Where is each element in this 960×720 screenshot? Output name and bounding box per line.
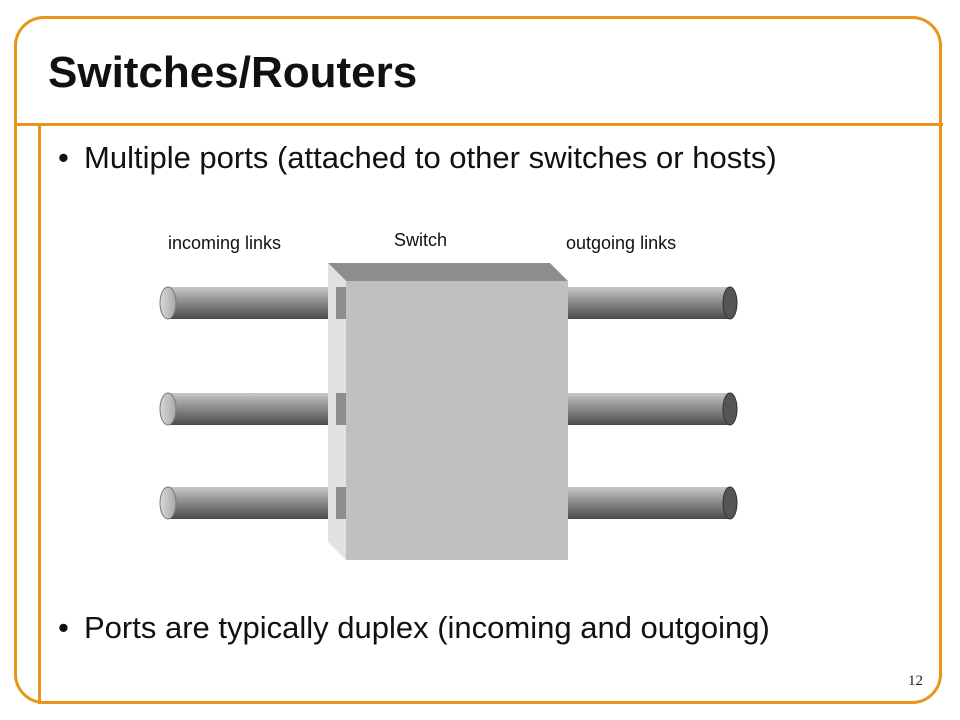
outgoing-link [566,392,738,426]
bullet-text: Ports are typically duplex (incoming and… [84,610,770,645]
switch-front-face [346,281,568,560]
page-number: 12 [908,673,923,689]
bullet-glyph: • [58,610,69,645]
incoming-links-label: incoming links [168,233,281,253]
bullet-item: • Ports are typically duplex (incoming an… [58,610,770,646]
slide-frame [14,16,942,704]
switch-box [328,263,568,560]
bullet-glyph: • [58,140,69,175]
outgoing-links-label: outgoing links [566,233,676,253]
outgoing-link [566,286,738,320]
incoming-links [159,286,342,520]
switch-top-face [328,263,568,281]
outgoing-link [566,486,738,520]
side-divider [38,123,41,704]
bullet-text: Multiple ports (attached to other switch… [84,140,777,175]
slide-title: Switches/Routers [48,48,418,97]
incoming-link [159,286,342,320]
title-divider [16,123,943,126]
incoming-link [159,392,342,426]
switch-label: Switch [394,230,447,250]
incoming-link [159,486,342,520]
outgoing-links [566,286,738,520]
bullet-item: • Multiple ports (attached to other switc… [58,140,777,176]
